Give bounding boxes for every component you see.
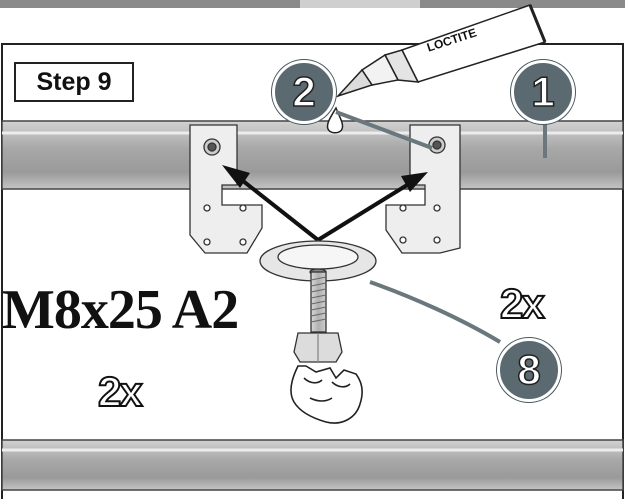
right-mounting-bracket — [385, 124, 461, 254]
left-mounting-bracket — [189, 124, 263, 254]
callout-glue-marker: 2 — [272, 60, 336, 124]
step-label-box: Step 9 — [14, 62, 134, 102]
bolt-spec-label: M8x25 A2 — [2, 279, 239, 341]
frame-border — [1, 43, 624, 499]
quantity-right: 2x — [499, 279, 546, 328]
callout-leader-lines — [335, 110, 547, 344]
bolt-with-washer — [259, 240, 377, 363]
insertion-arrows — [222, 165, 428, 242]
top-tube — [1, 120, 624, 190]
callout-tube-marker: 1 — [511, 60, 575, 124]
callout-tube-number: 1 — [531, 67, 556, 116]
quantity-left: 2x — [97, 367, 144, 416]
step-label: Step 9 — [36, 67, 112, 96]
hand-icon — [290, 365, 363, 424]
loctite-glue-tube-icon — [335, 4, 547, 98]
bottom-tube — [1, 439, 624, 491]
callout-bolt-marker: 8 — [497, 338, 561, 402]
callout-bolt-number: 8 — [517, 345, 542, 394]
glue-drop-icon — [326, 106, 344, 134]
callout-glue-number: 2 — [292, 67, 317, 116]
